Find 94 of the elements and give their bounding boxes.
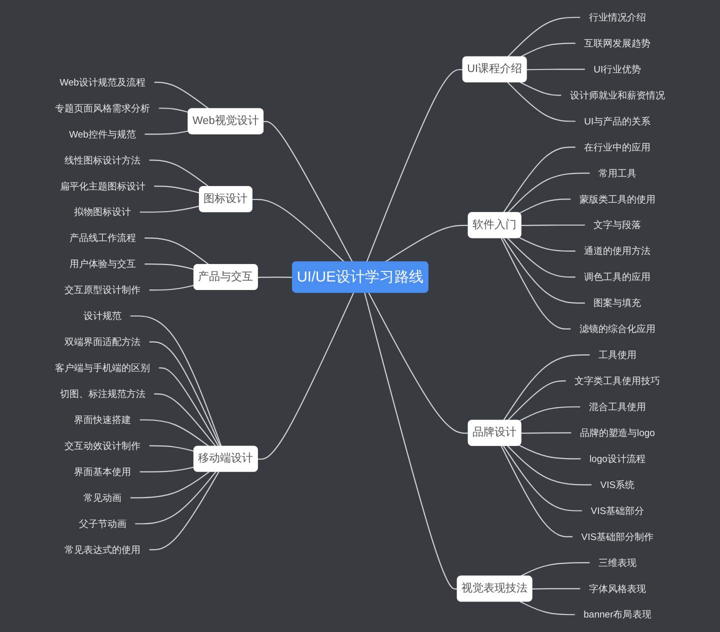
connector (507, 445, 592, 486)
connector (130, 315, 222, 447)
node-text: 工具使用 (598, 349, 636, 360)
node-text: 常见动画 (84, 492, 122, 504)
connector (154, 82, 210, 110)
node-text: 切图、标注规范方法 (60, 388, 146, 400)
node-text: 产品线工作流程 (69, 232, 136, 244)
connector (149, 160, 210, 188)
connector (521, 432, 572, 434)
node-text: 客户端与手机端的区别 (55, 362, 150, 374)
connector (519, 444, 581, 460)
connector (158, 367, 220, 447)
connector (520, 562, 590, 577)
connector (140, 466, 194, 472)
connector (144, 238, 210, 266)
connector (258, 292, 354, 460)
connector (519, 406, 580, 422)
node-text: 父子节动画 (78, 518, 126, 530)
connector (507, 238, 576, 278)
node-text: 拟物图标设计 (74, 206, 132, 218)
node-text: UI行业优势 (594, 64, 642, 75)
node-text: 字体风格表现 (588, 582, 646, 594)
connector (532, 588, 580, 590)
connector (502, 446, 582, 512)
node-text: 界面基本使用 (74, 466, 132, 478)
connector (507, 172, 590, 214)
connector (252, 198, 345, 262)
connector (500, 446, 572, 538)
connector (130, 471, 210, 498)
node-text: 在行业中的应用 (584, 142, 651, 153)
connector (144, 264, 194, 270)
node-text: 通道的使用方法 (584, 245, 651, 256)
node-text: 三维表现 (598, 557, 636, 568)
connector (264, 121, 353, 262)
node-text: 文字类工具使用技巧 (574, 375, 660, 386)
connector (364, 292, 458, 590)
connector (520, 601, 575, 616)
connector (135, 471, 216, 524)
node-text: logo设计流程 (589, 453, 646, 464)
connector (140, 419, 210, 447)
connector (149, 284, 194, 291)
node-text: 交互动效设计制作 (64, 440, 141, 452)
node-text: 行业情况介绍 (588, 12, 646, 23)
node-text: 常用工具 (598, 168, 636, 178)
connector (154, 186, 200, 194)
node-text: 图案与填充 (594, 297, 642, 308)
connector (521, 224, 585, 226)
node-text: 用户体验与交互 (69, 258, 136, 270)
node-text: 双端界面适配方法 (64, 336, 141, 348)
connector (368, 292, 469, 434)
connector (384, 224, 469, 263)
node-text: VIS基础部分 (590, 505, 644, 516)
node-text: 文字与段落 (594, 219, 642, 230)
connector (140, 206, 200, 213)
connector (519, 198, 571, 214)
node-text: UI与产品的关系 (584, 116, 651, 127)
node-text: 扁平化主题图标设计 (60, 180, 146, 192)
node-text: 滤镜的综合化应用 (579, 323, 656, 334)
node-text: 界面快速搭建 (74, 414, 132, 426)
node-text: 常见表达式的使用 (64, 544, 141, 556)
connector (158, 108, 189, 113)
connector (149, 445, 194, 452)
node-text: 交互原型设计制作 (64, 284, 141, 296)
node-text: 设计师就业和薪资情况 (570, 90, 665, 101)
node-text: Web设计规范及流程 (60, 76, 146, 88)
connector (520, 82, 562, 96)
connector (500, 238, 571, 330)
connector (502, 146, 576, 214)
connector (144, 130, 189, 135)
node-text: 互联网发展趋势 (584, 38, 651, 49)
node-text: Web控件与规范 (69, 128, 136, 140)
node-text: 专题页面风格需求分析 (55, 102, 150, 114)
connector (502, 238, 585, 304)
connector (519, 237, 576, 252)
connector (520, 42, 576, 58)
connector (526, 68, 585, 70)
node-text: VIS基础部分制作 (581, 531, 654, 542)
node-text: banner布局表现 (584, 608, 652, 620)
node-text: 品牌的塑造与logo (580, 427, 655, 438)
connector (507, 16, 580, 58)
node-text: 蒙版类工具的使用 (579, 193, 656, 204)
connector (149, 341, 221, 447)
node-text: 调色工具的应用 (584, 271, 651, 282)
connector (258, 276, 293, 278)
node-text: 混合工具使用 (588, 401, 646, 412)
node-text: VIS系统 (600, 479, 635, 490)
connector (366, 69, 464, 262)
connector (507, 380, 566, 421)
connector (154, 393, 216, 447)
connector (507, 82, 576, 122)
connector (502, 354, 590, 421)
node-text: 设计规范 (84, 310, 122, 322)
node-text: 线性图标设计方法 (64, 154, 141, 166)
connector (149, 472, 220, 550)
